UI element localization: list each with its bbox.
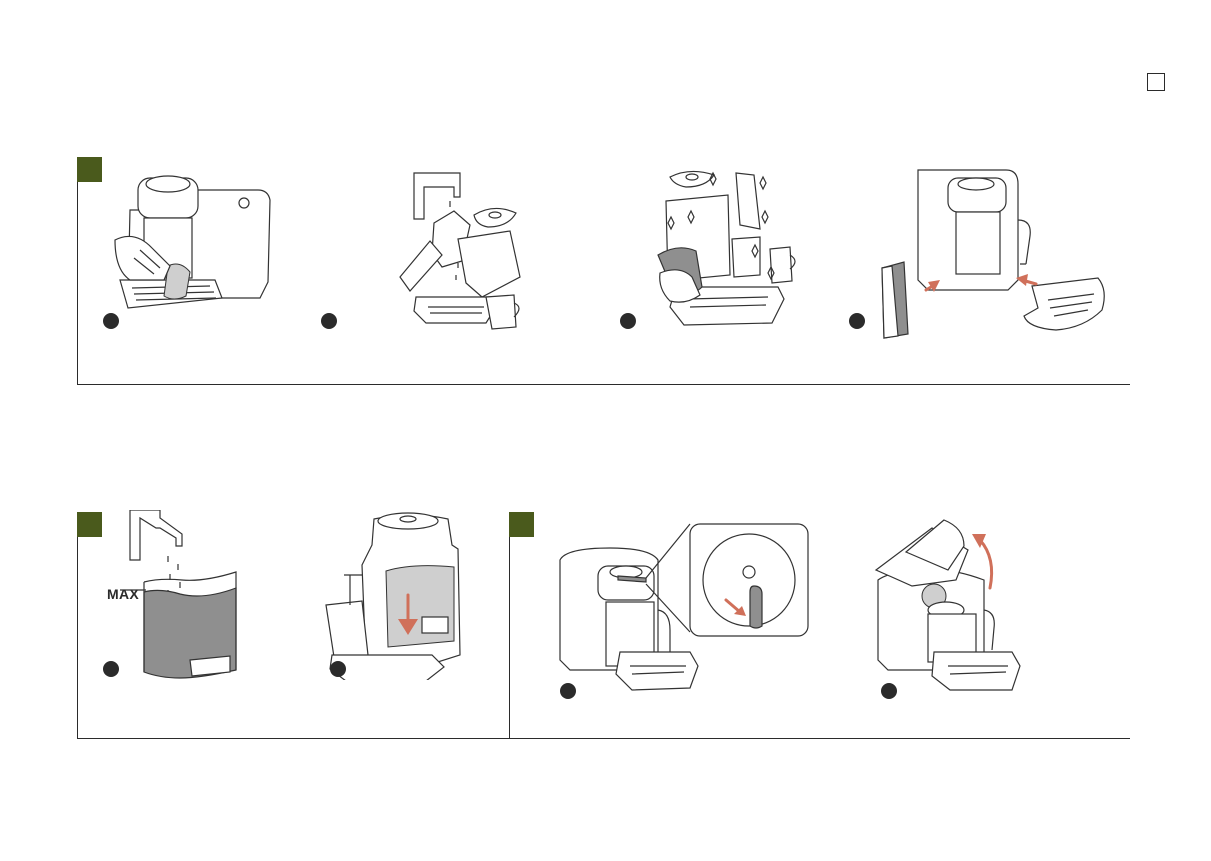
- section-tab: [509, 512, 534, 537]
- section-tab: [77, 512, 102, 537]
- step-2-number: [321, 313, 337, 329]
- illustration-rotate-lever: [550, 520, 810, 700]
- step-2-number: [330, 661, 346, 677]
- illustration-insert-water-tank: [322, 505, 472, 680]
- max-fill-label: MAX: [107, 586, 139, 602]
- step-4-number: [849, 313, 865, 329]
- step-1-number: [103, 661, 119, 677]
- section-tab: [77, 157, 102, 182]
- step-1-number: [560, 683, 576, 699]
- illustration-rinse-parts: [392, 167, 552, 337]
- illustration-fill-water-tank: [120, 510, 250, 682]
- illustration-dry-parts: [640, 165, 810, 340]
- step-2-number: [881, 683, 897, 699]
- illustration-wipe-drip-tray: [110, 170, 280, 320]
- illustration-open-lid: [872, 510, 1032, 700]
- step-3-number: [620, 313, 636, 329]
- step-1-number: [103, 313, 119, 329]
- page-marker-box: [1147, 73, 1165, 91]
- illustration-reassemble: [876, 160, 1126, 340]
